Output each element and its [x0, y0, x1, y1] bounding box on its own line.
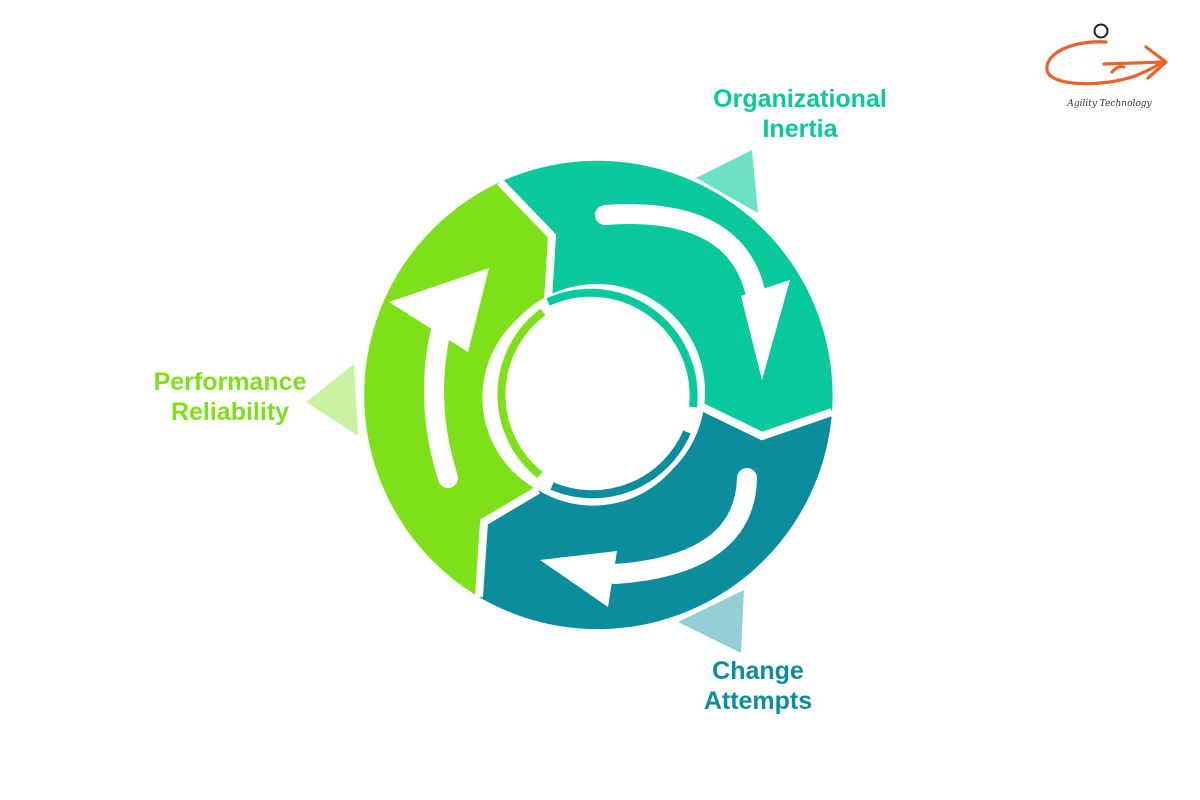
organizational-inertia-label: Organizational Inertia — [690, 84, 910, 144]
performance-reliability-label-line1: Performance — [153, 368, 307, 396]
change-attempts-label: Change Attempts — [668, 656, 848, 716]
inertia-cycle-arrow — [595, 204, 790, 380]
change-attempts-pointer — [678, 590, 744, 653]
agility-technology-logo — [1045, 23, 1168, 86]
inertia-segment — [500, 160, 833, 437]
change-attempts-label-line2: Attempts — [703, 687, 813, 715]
change-cycle-arrow — [540, 468, 757, 607]
segment-divider — [696, 401, 834, 441]
performance-segment — [364, 182, 552, 597]
segment-divider — [497, 179, 557, 301]
organizational-inertia-label-line2: Inertia — [762, 115, 838, 143]
performance-cycle-arrow — [389, 268, 489, 488]
organizational-inertia-label-line1: Organizational — [713, 85, 887, 113]
segment-divider — [475, 486, 541, 598]
inner-ring-inertia — [546, 288, 698, 408]
inner-ring-performance — [497, 308, 546, 479]
logo-head-mark — [1093, 23, 1109, 39]
inner-ring-change — [550, 430, 691, 499]
performance-reliability-label-line2: Reliability — [170, 398, 290, 426]
center-hole — [489, 284, 705, 500]
performance-pointer — [306, 364, 358, 436]
logo-arrow-mark — [1102, 45, 1168, 80]
logo-caption: Agility Technology — [1067, 99, 1152, 109]
logo-ellipse-mark — [1045, 40, 1166, 86]
change-attempts-label-line1: Change — [712, 657, 804, 685]
performance-reliability-label: Performance Reliability — [130, 367, 330, 427]
inertia-pointer — [696, 150, 758, 213]
